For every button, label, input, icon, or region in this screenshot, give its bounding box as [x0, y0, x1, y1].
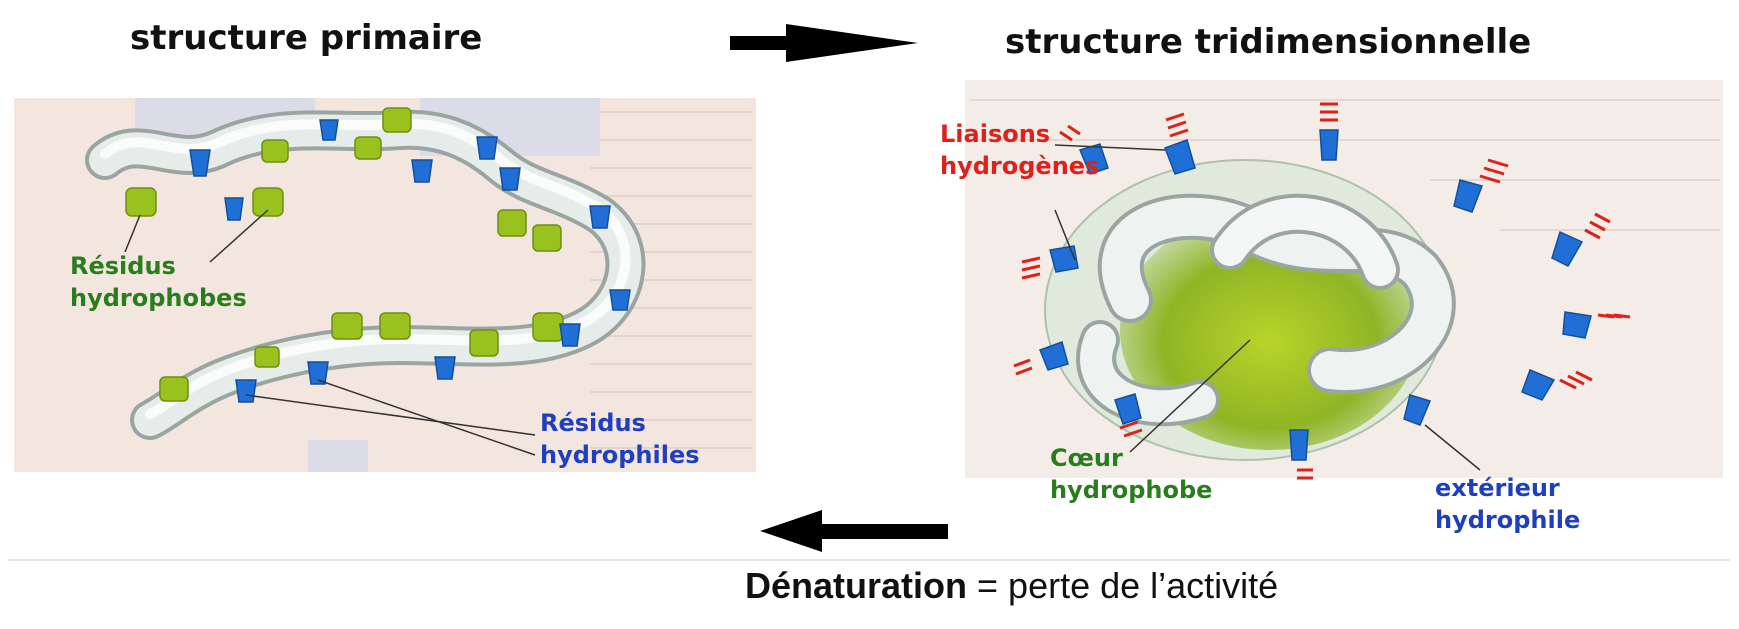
arrow-left [760, 510, 948, 552]
tertiary-structure-panel [965, 80, 1723, 480]
denaturation-definition: = perte de l’activité [967, 565, 1279, 606]
denaturation-term: Dénaturation [745, 565, 968, 606]
arrow-right [730, 24, 918, 62]
label-hydrophobic-residues: Résidus hydrophobes [70, 252, 247, 312]
title-3d-structure: structure tridimensionnelle [1005, 22, 1532, 62]
denaturation-caption: Dénaturation = perte de l’activité [745, 565, 1278, 607]
label-hydrophobic-core: Cœur hydrophobe [1050, 444, 1213, 504]
primary-structure-panel [14, 98, 756, 472]
title-primary-structure: structure primaire [130, 18, 483, 58]
label-hydrophilic-exterior: extérieur hydrophile [1435, 474, 1581, 534]
label-hydrogen-bonds: Liaisons hydrogènes [940, 120, 1100, 180]
label-hydrophilic-residues: Résidus hydrophiles [540, 409, 700, 469]
